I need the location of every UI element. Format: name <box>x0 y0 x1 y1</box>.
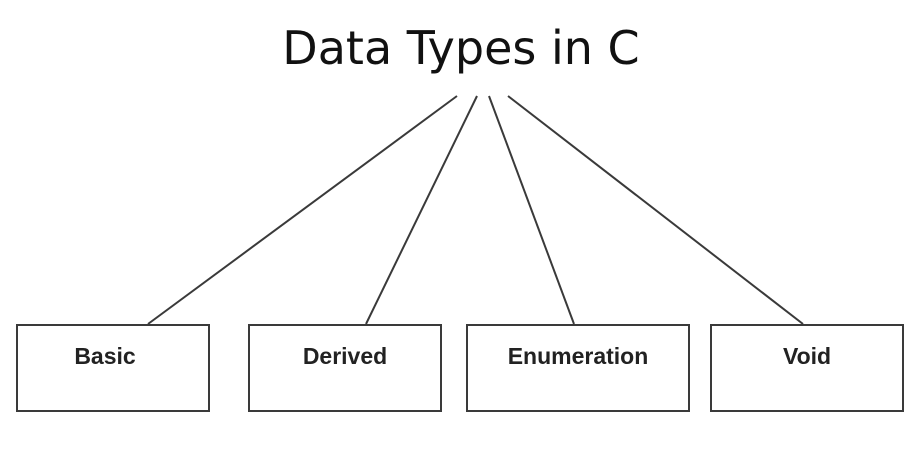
node-void-label: Void <box>782 343 832 369</box>
diagram-title: Data Types in C <box>282 21 640 75</box>
connector-basic <box>147 95 458 325</box>
node-enumeration: Enumeration <box>466 324 690 412</box>
node-basic: Basic <box>16 324 210 412</box>
connector-derived <box>365 95 478 325</box>
node-basic-label: Basic <box>74 343 136 369</box>
node-derived-label: Derived <box>302 343 388 369</box>
node-void: Void <box>710 324 904 412</box>
connector-void <box>507 95 804 325</box>
connector-enumeration <box>488 95 575 325</box>
node-enumeration-label: Enumeration <box>507 343 649 369</box>
node-derived: Derived <box>248 324 442 412</box>
